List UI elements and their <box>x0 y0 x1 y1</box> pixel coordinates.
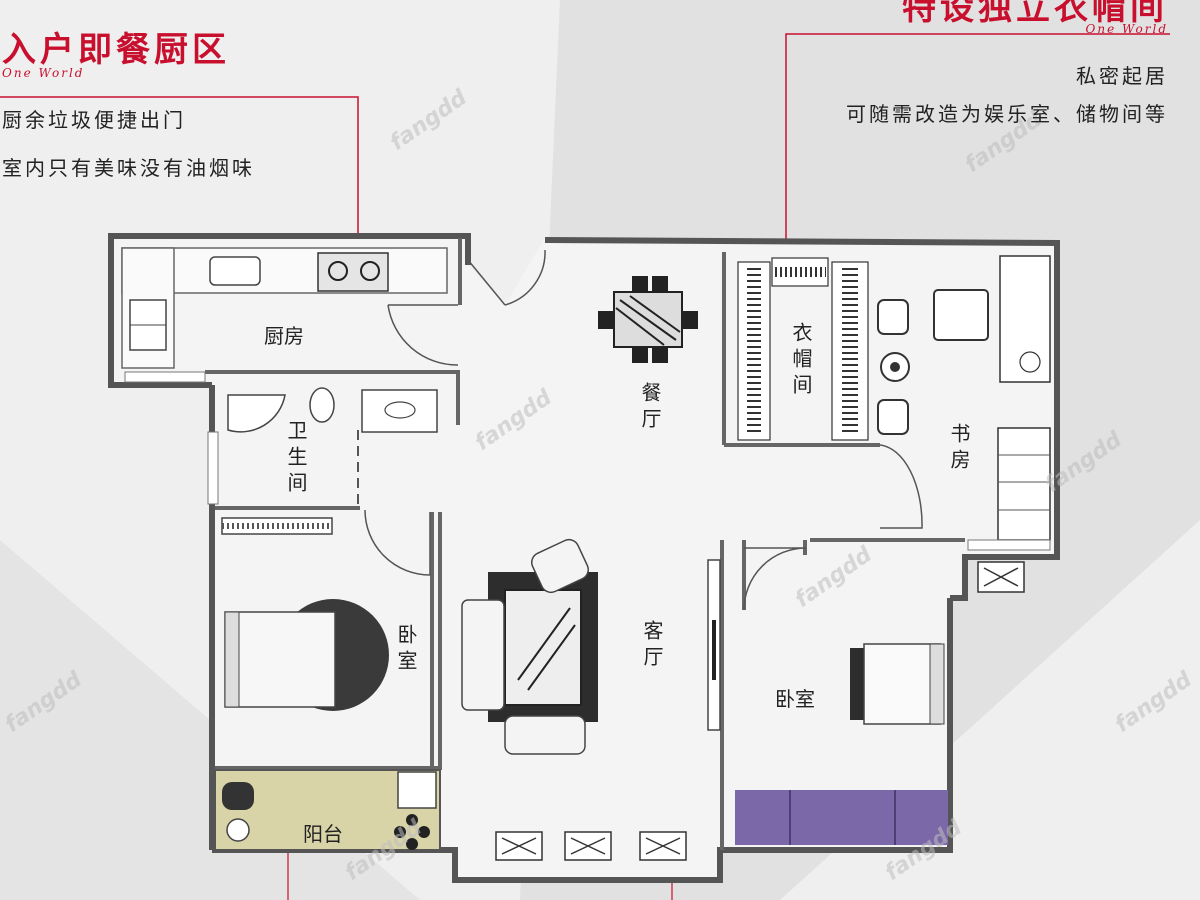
wall-bottom <box>212 598 953 883</box>
bottom-vents <box>495 831 687 861</box>
toilet <box>309 387 335 423</box>
kitchen-window <box>124 371 206 383</box>
door-entry <box>467 249 546 306</box>
dining-table-set <box>598 276 698 363</box>
coffee-table <box>504 589 582 706</box>
washbasin <box>361 389 438 433</box>
floor-area <box>108 233 1060 880</box>
study-armchair-1 <box>877 299 909 335</box>
room-label-bathroom: 卫生间 <box>284 420 308 498</box>
room-label-living: 客厅 <box>640 620 664 672</box>
bay-window-purple <box>735 790 948 845</box>
bathtub <box>227 394 286 433</box>
callout-left-line-1: 厨余垃圾便捷出门 <box>2 108 186 132</box>
balcony-chair-1 <box>222 782 254 810</box>
stove-burner-2 <box>360 261 380 281</box>
kitchen-counter-top <box>121 247 448 294</box>
callout-right-line-2: 可随需改造为娱乐室、储物间等 <box>846 102 1168 126</box>
door-study <box>879 444 923 529</box>
study-window <box>967 539 1051 551</box>
study-bookshelf <box>997 427 1051 541</box>
room-label-kitchen: 厨房 <box>264 324 304 348</box>
room-label-balcony: 阳台 <box>303 822 343 846</box>
armchair <box>531 538 589 594</box>
bed-left <box>224 611 336 708</box>
bath-window <box>207 431 219 505</box>
bed-right <box>863 643 941 725</box>
room-label-bedroom-left: 卧室 <box>394 624 418 676</box>
ottoman <box>504 715 586 755</box>
study-armchair-2 <box>877 399 909 435</box>
door-bedroom-left <box>364 509 431 576</box>
door-kitchen <box>387 304 459 366</box>
balcony-plant <box>394 814 430 850</box>
room-label-dining: 餐厅 <box>638 382 662 434</box>
callout-left-title: 入户即餐厨区 <box>2 30 230 70</box>
room-label-cloakroom: 衣帽间 <box>789 322 813 400</box>
bed-right-bench <box>850 648 864 720</box>
callout-left-subtitle: One World <box>2 66 85 80</box>
study-desk-chair <box>933 289 989 341</box>
callout-right-line-1: 私密起居 <box>1076 64 1168 88</box>
cloakroom-racks <box>737 257 869 441</box>
study-desk <box>999 255 1051 383</box>
door-bedroom-right <box>743 547 807 611</box>
sofa <box>461 599 505 711</box>
room-label-study: 书房 <box>947 423 971 475</box>
callout-right-subtitle: One World <box>1085 22 1168 36</box>
washing-machine <box>397 771 437 809</box>
room-label-bedroom-right: 卧室 <box>775 687 815 711</box>
kitchen-cutting-board <box>209 256 261 286</box>
wall-top-right <box>544 237 1060 601</box>
stove-burner-1 <box>328 261 348 281</box>
wall-kitchen-top <box>108 233 471 388</box>
callout-left-line-2: 室内只有美味没有油烟味 <box>2 156 255 180</box>
callout-right-title: 特设独立衣帽间 <box>902 0 1168 28</box>
balcony-table <box>226 818 250 842</box>
